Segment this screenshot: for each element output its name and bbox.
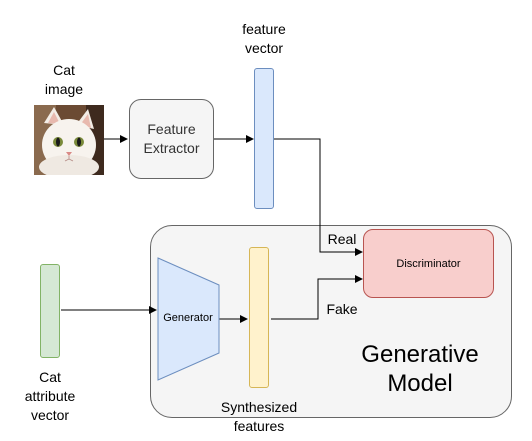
generator-shape: [157, 257, 220, 381]
real-label: Real: [327, 231, 357, 247]
fake-label: Fake: [326, 301, 358, 317]
discriminator-label: Discriminator: [396, 257, 461, 270]
synthesized-features-label: Synthesized features: [220, 399, 298, 434]
synthesized-features-bar: [249, 247, 269, 388]
feature-vector-bar: [254, 68, 274, 209]
arrow-synth-to-discriminator-fake: [271, 275, 363, 320]
feature-extractor-label: Feature Extractor: [143, 121, 200, 156]
cat-attribute-vector-bar: [40, 264, 60, 358]
generator-label: Generator: [163, 312, 213, 324]
discriminator-box: Discriminator: [363, 229, 494, 298]
cat-attribute-vector-label: Cat attribute vector: [24, 369, 76, 423]
cat-image-label: Cat image: [44, 62, 84, 97]
generative-model-title: Generative Model: [361, 341, 479, 397]
arrow-vector-to-discriminator-real: [274, 138, 363, 256]
feature-extractor-box: Feature Extractor: [129, 99, 214, 179]
cat-photo-icon: [34, 105, 104, 175]
feature-vector-label: feature vector: [242, 21, 286, 56]
